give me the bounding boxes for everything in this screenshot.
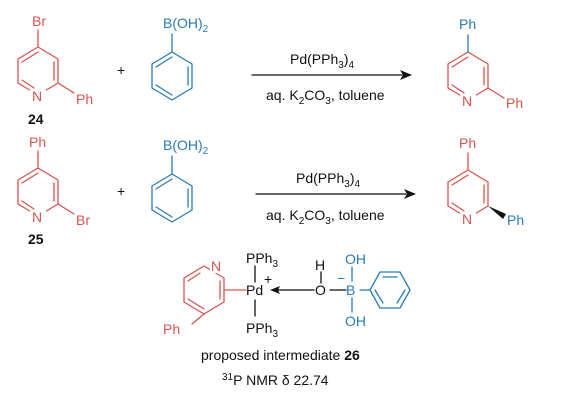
hydroxyl-bottom-label: OH [345, 313, 366, 329]
hydrogen-label: H [315, 257, 325, 273]
product-2-ph-right-label: Ph [507, 212, 524, 228]
phenylboronic-acid-2-structure [151, 155, 193, 223]
reagent-conditions-2: aq. K2CO3, toluene [266, 207, 385, 227]
hydroxyl-top-label: OH [345, 251, 366, 267]
nmr-data: 31P NMR δ 22.74 [222, 372, 329, 388]
ligand-pph3-top: PPh3 [246, 250, 278, 270]
reaction-arrow-2-head [404, 189, 416, 199]
product-2-ph-top-label: Ph [459, 135, 476, 151]
product-1-ph-top-label: Ph [459, 16, 476, 32]
product-2-wedge-bond [488, 206, 506, 219]
reactant-25-br-label: Br [76, 212, 90, 228]
reactant-24-br-label: Br [32, 13, 46, 29]
reactant-24-structure [17, 29, 75, 103]
reagent-catalyst-1: Pd(PPh3)4 [290, 51, 354, 71]
reactant-24-ph-label: Ph [76, 91, 93, 107]
compound-number-25: 25 [28, 231, 44, 247]
palladium-label: Pd [246, 282, 263, 298]
reactant-25-ph-label: Ph [29, 134, 46, 150]
reactant-25-n-label: N [32, 209, 42, 225]
compound-number-24: 24 [28, 111, 44, 127]
palladium-positive-charge: + [264, 271, 272, 287]
boron-label: B [346, 282, 355, 298]
product-2-structure [447, 152, 506, 226]
reactant-25-structure [17, 150, 75, 224]
boronic-acid-1-label: B(OH)2 [163, 15, 209, 35]
intermediate-ph-label: Ph [163, 321, 180, 337]
product-1-ph-right-label: Ph [506, 95, 523, 111]
boron-negative-charge: − [337, 270, 345, 286]
reaction-arrow-1-head [400, 70, 412, 80]
oxygen-label: O [315, 282, 326, 298]
intermediate-n-label: N [211, 258, 221, 274]
reagent-catalyst-2: Pd(PPh3)4 [296, 170, 360, 190]
reactant-24-n-label: N [32, 88, 42, 104]
product-1-structure [447, 34, 505, 108]
reagent-conditions-1: aq. K2CO3, toluene [266, 87, 385, 107]
plus-sign-2: + [117, 183, 125, 199]
boronic-acid-2-label: B(OH)2 [163, 137, 209, 157]
product-2-n-label: N [462, 211, 472, 227]
intermediate-26-structure [183, 259, 411, 325]
ligand-pph3-bottom: PPh3 [246, 320, 278, 340]
plus-sign-1: + [117, 62, 125, 78]
product-1-n-label: N [462, 93, 472, 109]
phenylboronic-acid-1-structure [151, 33, 193, 101]
intermediate-caption: proposed intermediate 26 [201, 347, 360, 363]
